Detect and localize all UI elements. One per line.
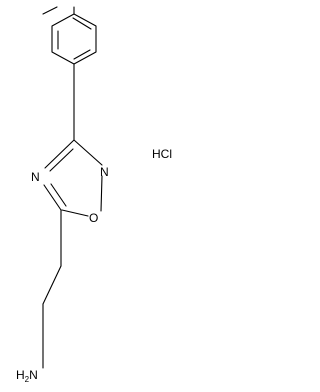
nitrogen-left-label: N [31,170,40,184]
benzene-double-bond-2 [72,17,92,30]
amine-prefix: H [16,368,25,382]
ring-bond-c5-n4 [43,184,62,211]
amine-subscript: 2 [25,375,30,384]
oxygen-ring-label: O [89,211,98,225]
benzene-ring [51,13,97,65]
propyl-bond-2 [42,265,62,305]
amine-suffix: N [29,368,38,382]
ring-double-bond-c3-n4 [49,148,74,172]
amine-label: H2N [16,368,38,384]
ring-bond-c3-n2 [73,139,103,166]
salt-label: HCl [152,147,172,161]
methoxy-methyl-bond [42,6,58,15]
ring-bond-n4-c3 [44,139,75,169]
ring-bond-o1-c5 [61,209,89,217]
ring-double-bond-c5-n4 [50,183,67,207]
nitrogen-upper-label: N [100,165,109,179]
structure-bonds [42,6,103,369]
chemical-structure-diagram: N N O H2N HCl [16,6,172,384]
benzene-double-bond-3 [73,49,91,60]
ring-bond-n2-o1 [100,175,103,212]
